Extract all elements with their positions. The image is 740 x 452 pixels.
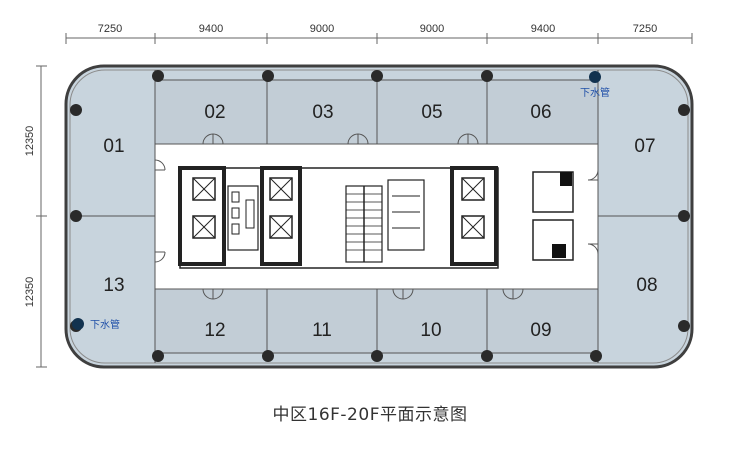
- unit-13: 13: [103, 275, 124, 296]
- dim-top-4: 9000: [420, 23, 444, 35]
- bottom-inner-units: [154, 288, 599, 354]
- unit-02: 02: [204, 102, 225, 123]
- dim-top-2: 9400: [199, 23, 223, 35]
- door-swings: [154, 133, 599, 300]
- unit-07: 07: [634, 136, 655, 157]
- structural-columns: [70, 70, 690, 362]
- unit-12: 12: [204, 320, 225, 341]
- drain-pipe-markers: 下水管 下水管: [72, 71, 610, 331]
- unit-05: 05: [421, 102, 442, 123]
- right-service-rooms: [532, 171, 574, 261]
- unit-06: 06: [530, 102, 551, 123]
- pipe-label-top-right: 下水管: [580, 86, 610, 99]
- unit-03: 03: [312, 102, 333, 123]
- unit-08: 08: [636, 275, 657, 296]
- unit-01: 01: [103, 136, 124, 157]
- dim-left-1: 12350: [24, 126, 36, 157]
- left-dimension-line: 12350 12350: [24, 65, 47, 368]
- unit-10: 10: [420, 320, 441, 341]
- unit-11: 11: [312, 320, 332, 341]
- dim-top-5: 9400: [531, 23, 555, 35]
- dim-left-2: 12350: [24, 277, 36, 308]
- plan-caption: 中区16F-20F平面示意图: [272, 405, 468, 425]
- unit-09: 09: [530, 320, 551, 341]
- top-inner-units: [154, 79, 599, 145]
- top-dimension-line: 7250 9400 9000 9000 9400 7250: [65, 23, 693, 44]
- dim-top-6: 7250: [633, 23, 657, 35]
- pipe-icon: [72, 318, 84, 330]
- pipe-icon: [589, 71, 601, 83]
- pipe-label-bottom-left: 下水管: [90, 318, 120, 331]
- dim-top-3: 9000: [310, 23, 334, 35]
- building-core: [178, 166, 499, 269]
- dim-top-1: 7250: [98, 23, 122, 35]
- unit-labels: 01 02 03 05 06 07 08 09 10 11 12 13: [103, 102, 657, 341]
